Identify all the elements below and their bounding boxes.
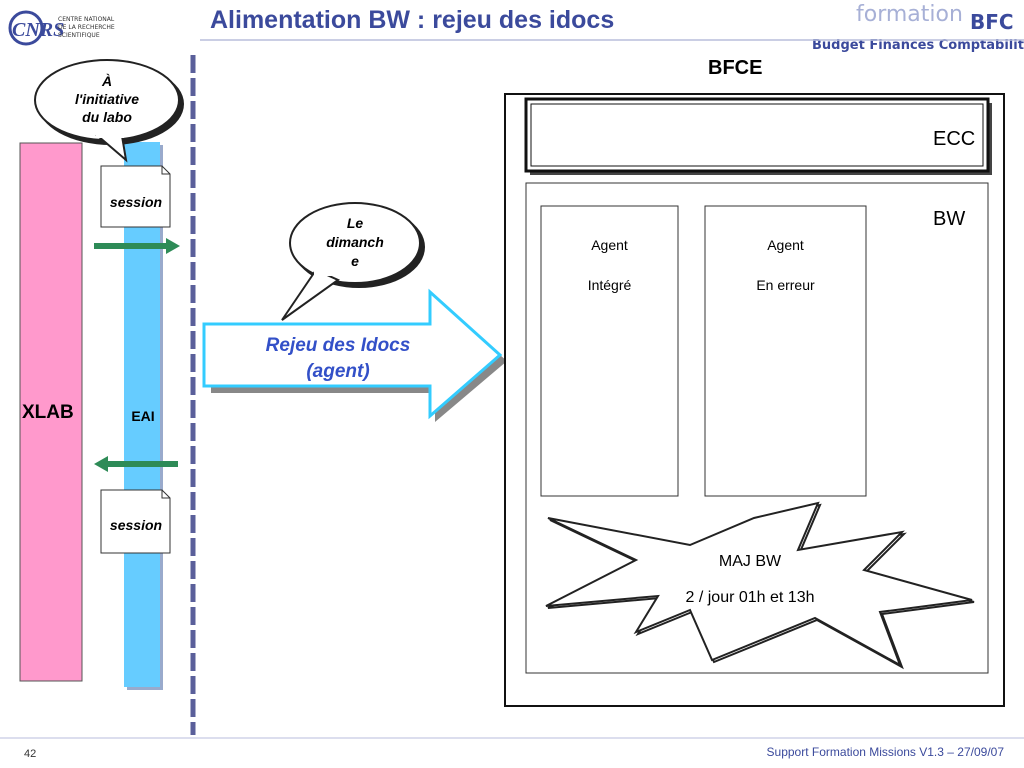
burst-line-1: MAJ BW	[718, 553, 782, 570]
rejeu-arrow-line-1: Rejeu des Idocs	[265, 335, 411, 356]
bfc-formation: formation	[856, 2, 963, 27]
cnrs-line-1: CENTRE NATIONAL	[58, 16, 115, 23]
ecc-box	[524, 97, 990, 173]
callout-labo-line-3: du labo	[82, 109, 132, 125]
callout-labo-line-2: l'initiative	[74, 91, 139, 107]
cnrs-logo: CNRS CENTRE NATIONAL DE LA RECHERCHE SCI…	[6, 6, 116, 50]
bfc-subtitle: Budget Finances Comptabilité	[812, 38, 1024, 53]
bfc-acronym: BFC	[970, 10, 1014, 34]
cnrs-line-3: SCIENTIFIQUE	[58, 32, 100, 39]
agent-integre-line-2: Intégré	[587, 277, 632, 293]
callout-labo-text: À l'initiative du labo	[60, 72, 154, 126]
session-bottom-label: session	[109, 517, 163, 533]
callout-dimanche-line-2: dimanch	[326, 234, 384, 250]
eai-label: EAI	[131, 408, 155, 424]
callout-dimanche-line-3: e	[351, 253, 359, 269]
footer-version: Support Formation Missions V1.3 – 27/09/…	[766, 745, 1004, 759]
cnrs-logo-icon: CNRS	[8, 10, 64, 46]
burst-line-2: 2 / jour 01h et 13h	[685, 589, 815, 606]
rejeu-arrow	[202, 288, 507, 422]
rejeu-arrow-label: Rejeu des Idocs (agent)	[238, 333, 438, 385]
agent-erreur-line-1: Agent	[767, 237, 804, 253]
agent-erreur-line-2: En erreur	[756, 277, 815, 293]
callout-dimanche	[281, 202, 425, 321]
agent-erreur-box	[704, 205, 867, 497]
burst-text: MAJ BW 2 / jour 01h et 13h	[640, 552, 860, 608]
page-title: Alimentation BW : rejeu des idocs	[210, 6, 615, 34]
rejeu-arrow-line-2: (agent)	[306, 361, 370, 382]
bw-label: BW	[933, 208, 966, 230]
xlab-bar	[19, 142, 83, 682]
eai-bar	[124, 142, 160, 687]
cnrs-logo-text: CNRS	[12, 19, 64, 41]
callout-labo	[34, 59, 184, 163]
callout-labo-line-1: À	[101, 73, 113, 89]
session-bottom-doc	[100, 489, 171, 554]
page-number: 42	[24, 748, 37, 760]
xlab-label: XLAB	[22, 402, 74, 423]
session-top-label: session	[109, 194, 163, 210]
green-arrow-right	[94, 238, 180, 254]
green-arrow-left	[94, 456, 178, 472]
session-top-doc	[100, 165, 171, 228]
bfce-label: BFCE	[708, 57, 763, 79]
agent-integre-line-1: Agent	[591, 237, 628, 253]
bfc-logo: formation BFC Budget Finances Comptabili…	[812, 2, 1024, 60]
callout-dimanche-text: Le dimanch e	[310, 214, 400, 271]
agent-integre-text: Agent Intégré	[541, 235, 678, 295]
ecc-label: ECC	[933, 128, 976, 150]
callout-dimanche-line-1: Le	[346, 215, 364, 231]
agent-erreur-text: Agent En erreur	[705, 235, 866, 295]
agent-integre-box	[540, 205, 679, 497]
cnrs-line-2: DE LA RECHERCHE	[58, 24, 115, 31]
